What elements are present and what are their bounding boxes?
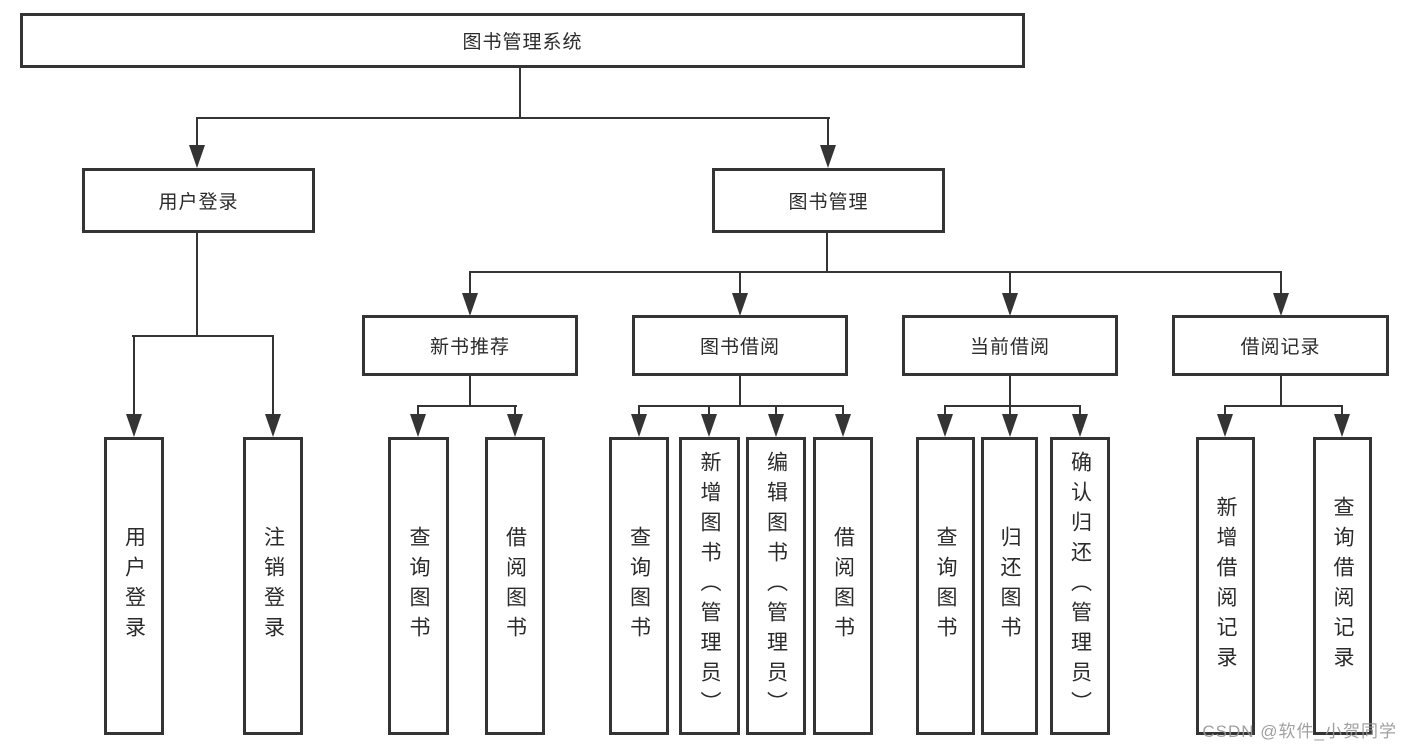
leaf-add-borrow-record: 新增借阅记录	[1196, 437, 1255, 735]
leaf-label: 查询图书	[627, 526, 651, 646]
node-label: 新书推荐	[429, 337, 510, 358]
connector-arrowhead	[507, 414, 523, 437]
connector-line	[739, 376, 741, 407]
connector-arrowhead	[701, 414, 717, 437]
leaf-label: 注销登录	[261, 526, 285, 646]
connector-arrowhead	[189, 145, 205, 168]
leaf-query-books-recommend: 查询图书	[388, 437, 449, 735]
connector-line	[638, 406, 640, 417]
connector-arrowhead	[937, 414, 953, 437]
connector-line	[1224, 405, 1343, 407]
node-label: 图书管理系统	[462, 32, 583, 53]
connector-line	[196, 118, 198, 148]
leaf-edit-books-admin: 编辑图书（管理员）	[746, 437, 806, 735]
leaf-query-borrow-record: 查询借阅记录	[1313, 437, 1372, 735]
connector-line	[1079, 406, 1081, 417]
node-book-management: 图书管理	[712, 168, 945, 233]
connector-arrowhead	[462, 293, 478, 316]
leaf-borrow-books-recommend: 借阅图书	[485, 437, 545, 735]
connector-line	[826, 233, 828, 273]
leaf-logout: 注销登录	[243, 437, 303, 735]
leaf-add-books-admin: 新增图书（管理员）	[679, 437, 740, 735]
connector-line	[1341, 406, 1343, 417]
connector-line	[417, 406, 419, 417]
connector-arrowhead	[410, 414, 426, 437]
connector-arrowhead	[265, 414, 281, 437]
node-user-login: 用户登录	[82, 168, 315, 233]
connector-arrowhead	[1002, 293, 1018, 316]
leaf-user-login: 用户登录	[104, 437, 164, 735]
connector-line	[827, 118, 829, 148]
connector-line	[469, 376, 471, 407]
leaf-label: 借阅图书	[831, 526, 855, 646]
connector-line	[842, 406, 844, 417]
connector-line	[944, 405, 1081, 407]
connector-line	[196, 233, 198, 336]
connector-arrowhead	[1273, 293, 1289, 316]
leaf-confirm-return-admin: 确认归还（管理员）	[1050, 437, 1110, 735]
connector-line	[1009, 406, 1011, 417]
leaf-label: 借阅图书	[503, 526, 527, 646]
node-new-book-recommendation: 新书推荐	[362, 315, 578, 376]
leaf-label: 新增图书（管理员）	[698, 451, 721, 721]
connector-arrowhead	[1217, 414, 1233, 437]
connector-arrowhead	[126, 414, 142, 437]
node-label: 图书借阅	[699, 337, 780, 358]
node-label: 借阅记录	[1240, 337, 1321, 358]
connector-line	[519, 68, 521, 119]
connector-line	[1009, 376, 1011, 407]
connector-line	[469, 271, 1282, 273]
node-current-borrowing: 当前借阅	[902, 315, 1118, 376]
connector-line	[417, 405, 517, 407]
connector-line	[708, 406, 710, 417]
connector-arrowhead	[631, 414, 647, 437]
node-book-borrowing: 图书借阅	[632, 315, 848, 376]
node-label: 当前借阅	[969, 337, 1050, 358]
connector-arrowhead	[1334, 414, 1350, 437]
connector-line	[469, 272, 471, 296]
leaf-query-books-borrowing: 查询图书	[609, 437, 669, 735]
connector-line	[638, 405, 844, 407]
leaf-label: 查询图书	[934, 526, 957, 646]
leaf-label: 用户登录	[122, 526, 146, 646]
connector-line	[514, 406, 516, 417]
node-library-management-system: 图书管理系统	[20, 13, 1025, 68]
connector-line	[775, 406, 777, 417]
connector-arrowhead	[835, 414, 851, 437]
connector-line	[1280, 376, 1282, 407]
connector-line	[1224, 406, 1226, 417]
leaf-label: 确认归还（管理员）	[1068, 451, 1092, 721]
leaf-label: 归还图书	[998, 526, 1021, 646]
leaf-return-books: 归还图书	[981, 437, 1038, 735]
connector-line	[133, 336, 135, 416]
connector-arrowhead	[1002, 414, 1018, 437]
connector-line	[1009, 272, 1011, 296]
connector-arrowhead	[820, 145, 836, 168]
node-borrowing-records: 借阅记录	[1172, 315, 1389, 376]
connector-arrowhead	[768, 414, 784, 437]
connector-line	[272, 336, 274, 416]
node-label: 用户登录	[158, 192, 239, 213]
leaf-label: 查询借阅记录	[1331, 496, 1354, 676]
leaf-label: 新增借阅记录	[1214, 496, 1237, 676]
leaf-label: 编辑图书（管理员）	[764, 451, 788, 721]
connector-arrowhead	[1072, 414, 1088, 437]
connector-line	[196, 117, 830, 119]
node-label: 图书管理	[788, 192, 869, 213]
connector-line	[132, 335, 274, 337]
csdn-watermark: CSDN @软件_小贺同学	[1202, 722, 1397, 741]
connector-arrowhead	[732, 293, 748, 316]
connector-line	[1280, 272, 1282, 296]
leaf-query-books-current: 查询图书	[916, 437, 975, 735]
leaf-label: 查询图书	[407, 526, 430, 646]
leaf-borrow-books-borrowing: 借阅图书	[813, 437, 873, 735]
connector-line	[739, 272, 741, 296]
connector-line	[944, 406, 946, 417]
